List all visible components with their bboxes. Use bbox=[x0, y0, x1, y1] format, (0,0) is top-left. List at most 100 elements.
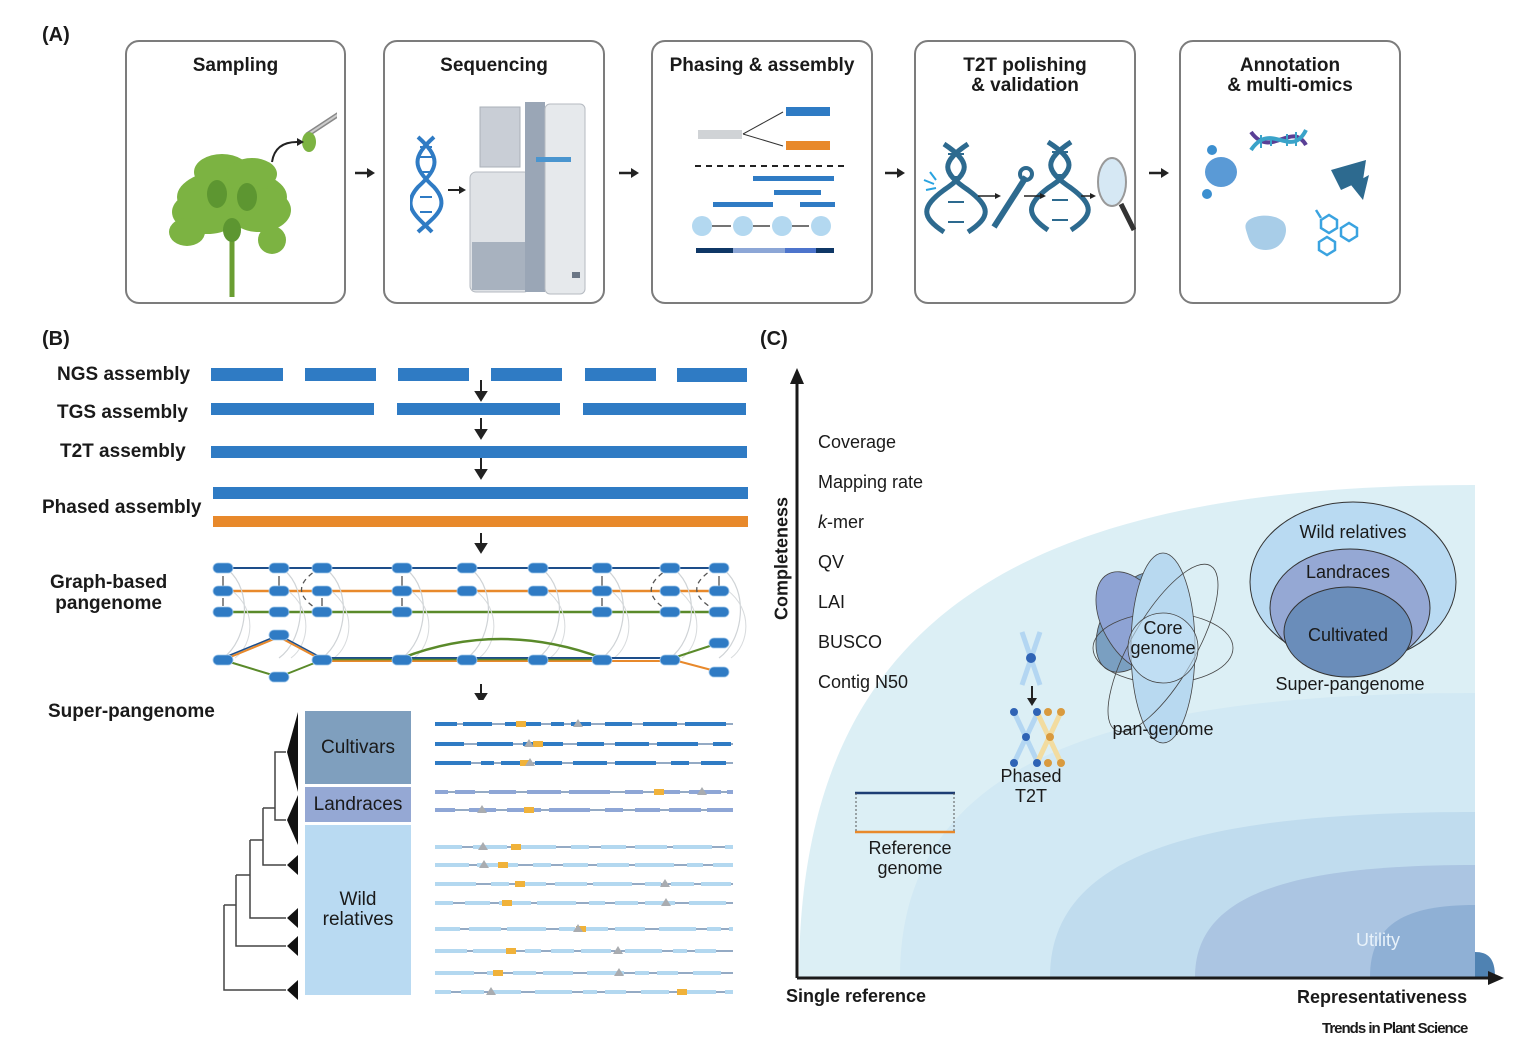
arrow-right-icon bbox=[355, 168, 375, 178]
genome-segment bbox=[543, 971, 573, 975]
graph-node bbox=[268, 606, 290, 618]
sv-insertion-marker bbox=[533, 741, 543, 747]
genome-segment bbox=[635, 845, 667, 849]
genome-segment bbox=[657, 742, 698, 746]
graph-node bbox=[659, 606, 681, 618]
graph-node bbox=[268, 562, 290, 574]
genome-segment bbox=[725, 990, 733, 994]
pangenome-graph bbox=[212, 562, 747, 700]
genome-segment bbox=[473, 845, 507, 849]
wild-clade-triangle bbox=[287, 855, 298, 875]
genome-segment bbox=[583, 990, 597, 994]
graph-connector bbox=[401, 569, 425, 659]
x-axis-arrow bbox=[1488, 971, 1504, 985]
down-arrows bbox=[474, 380, 488, 554]
graph-node bbox=[527, 562, 549, 574]
genome-segment bbox=[535, 761, 562, 765]
genome-segment bbox=[605, 990, 626, 994]
graph-node bbox=[391, 654, 413, 666]
genome-segment bbox=[435, 761, 471, 765]
step-title: Annotation & multi-omics bbox=[1227, 55, 1353, 96]
genome-segment bbox=[695, 949, 716, 953]
pan-genome-label: pan-genome bbox=[1112, 719, 1214, 739]
genome-segment bbox=[671, 882, 694, 886]
graph-node bbox=[708, 562, 730, 574]
genome-segment bbox=[513, 971, 536, 975]
tgs-contigs bbox=[211, 403, 746, 415]
genome-segment bbox=[491, 882, 509, 886]
genome-segment bbox=[489, 790, 516, 794]
sv-triangle-marker bbox=[479, 860, 489, 868]
genome-segment bbox=[435, 882, 476, 886]
graph-connector bbox=[545, 589, 566, 659]
graph-node bbox=[591, 585, 613, 597]
sv-triangle-marker bbox=[573, 719, 583, 727]
genome-segment bbox=[463, 722, 492, 726]
journal-footer: Trends in Plant Science bbox=[1322, 1020, 1468, 1037]
sv-insertion-marker bbox=[515, 881, 525, 887]
genome-segment bbox=[707, 808, 733, 812]
graph-node bbox=[456, 562, 478, 574]
genome-segment bbox=[615, 901, 638, 905]
ngs-assembly-label: NGS assembly bbox=[57, 364, 191, 385]
genome-segment bbox=[477, 863, 518, 867]
metric-lai: LAI bbox=[818, 592, 846, 612]
genome-segment bbox=[499, 901, 531, 905]
pan-genome-venn-icon bbox=[1092, 552, 1234, 744]
metric-kmer: k-mer bbox=[818, 512, 864, 533]
genome-segment bbox=[521, 882, 546, 886]
super-pangenome-label: Super-pangenome bbox=[48, 701, 215, 722]
genome-segment bbox=[435, 845, 462, 849]
graph-node bbox=[708, 606, 730, 618]
graph-node bbox=[456, 585, 478, 597]
landraces-label: Landraces bbox=[1305, 562, 1391, 582]
multi-omics-icon bbox=[1202, 129, 1369, 257]
graph-connector bbox=[726, 589, 747, 659]
genome-segment bbox=[455, 790, 475, 794]
arrow-right-icon bbox=[619, 168, 639, 178]
genome-segment bbox=[461, 990, 484, 994]
utility-label: Utility bbox=[1356, 930, 1400, 950]
phased-t2t-chromosome-icon bbox=[1010, 631, 1065, 767]
sv-insertion-marker bbox=[654, 789, 664, 795]
genome-segment bbox=[563, 863, 588, 867]
genome-segment bbox=[435, 722, 457, 726]
genome-segment bbox=[435, 971, 474, 975]
genome-segment bbox=[635, 971, 649, 975]
genome-segment bbox=[435, 808, 455, 812]
graph-connector bbox=[466, 569, 490, 659]
genome-segment bbox=[605, 808, 623, 812]
x-axis-start-label: Single reference bbox=[786, 986, 927, 1006]
graph-dashed-edge bbox=[301, 567, 323, 613]
ngs-contigs bbox=[211, 368, 747, 382]
genome-segment bbox=[469, 927, 501, 931]
step-title: Sequencing bbox=[440, 55, 548, 76]
graph-connector bbox=[677, 589, 698, 659]
genome-segment bbox=[501, 761, 521, 765]
genome-segment bbox=[657, 971, 678, 975]
arrow-right-icon bbox=[1149, 168, 1169, 178]
phased-t2t-label: Phased T2T bbox=[1000, 766, 1062, 806]
genome-segment bbox=[535, 990, 572, 994]
graph-node bbox=[708, 585, 730, 597]
genome-segment bbox=[681, 990, 716, 994]
workflow-step-t2t-polishing: T2T polishing & validation bbox=[914, 40, 1136, 304]
graph-node bbox=[212, 562, 234, 574]
genome-segment bbox=[515, 845, 556, 849]
reference-genome-label: Reference genome bbox=[868, 838, 952, 878]
genome-segment bbox=[571, 845, 589, 849]
arrow-right-icon bbox=[885, 168, 905, 178]
sv-triangle-marker bbox=[660, 879, 670, 887]
genome-segment bbox=[643, 722, 677, 726]
genome-segment bbox=[659, 927, 696, 931]
super-pangenome-nested-icon bbox=[1249, 501, 1457, 678]
genome-segment bbox=[551, 949, 574, 953]
step-title: T2T polishing & validation bbox=[963, 55, 1087, 96]
landraces-clade-triangle bbox=[287, 795, 298, 845]
cultivated-label: Cultivated bbox=[1307, 625, 1389, 645]
graph-node bbox=[391, 606, 413, 618]
sv-triangle-marker bbox=[661, 898, 671, 906]
graph-node bbox=[311, 606, 333, 618]
sv-triangle-marker bbox=[697, 787, 707, 795]
graph-node bbox=[212, 606, 234, 618]
